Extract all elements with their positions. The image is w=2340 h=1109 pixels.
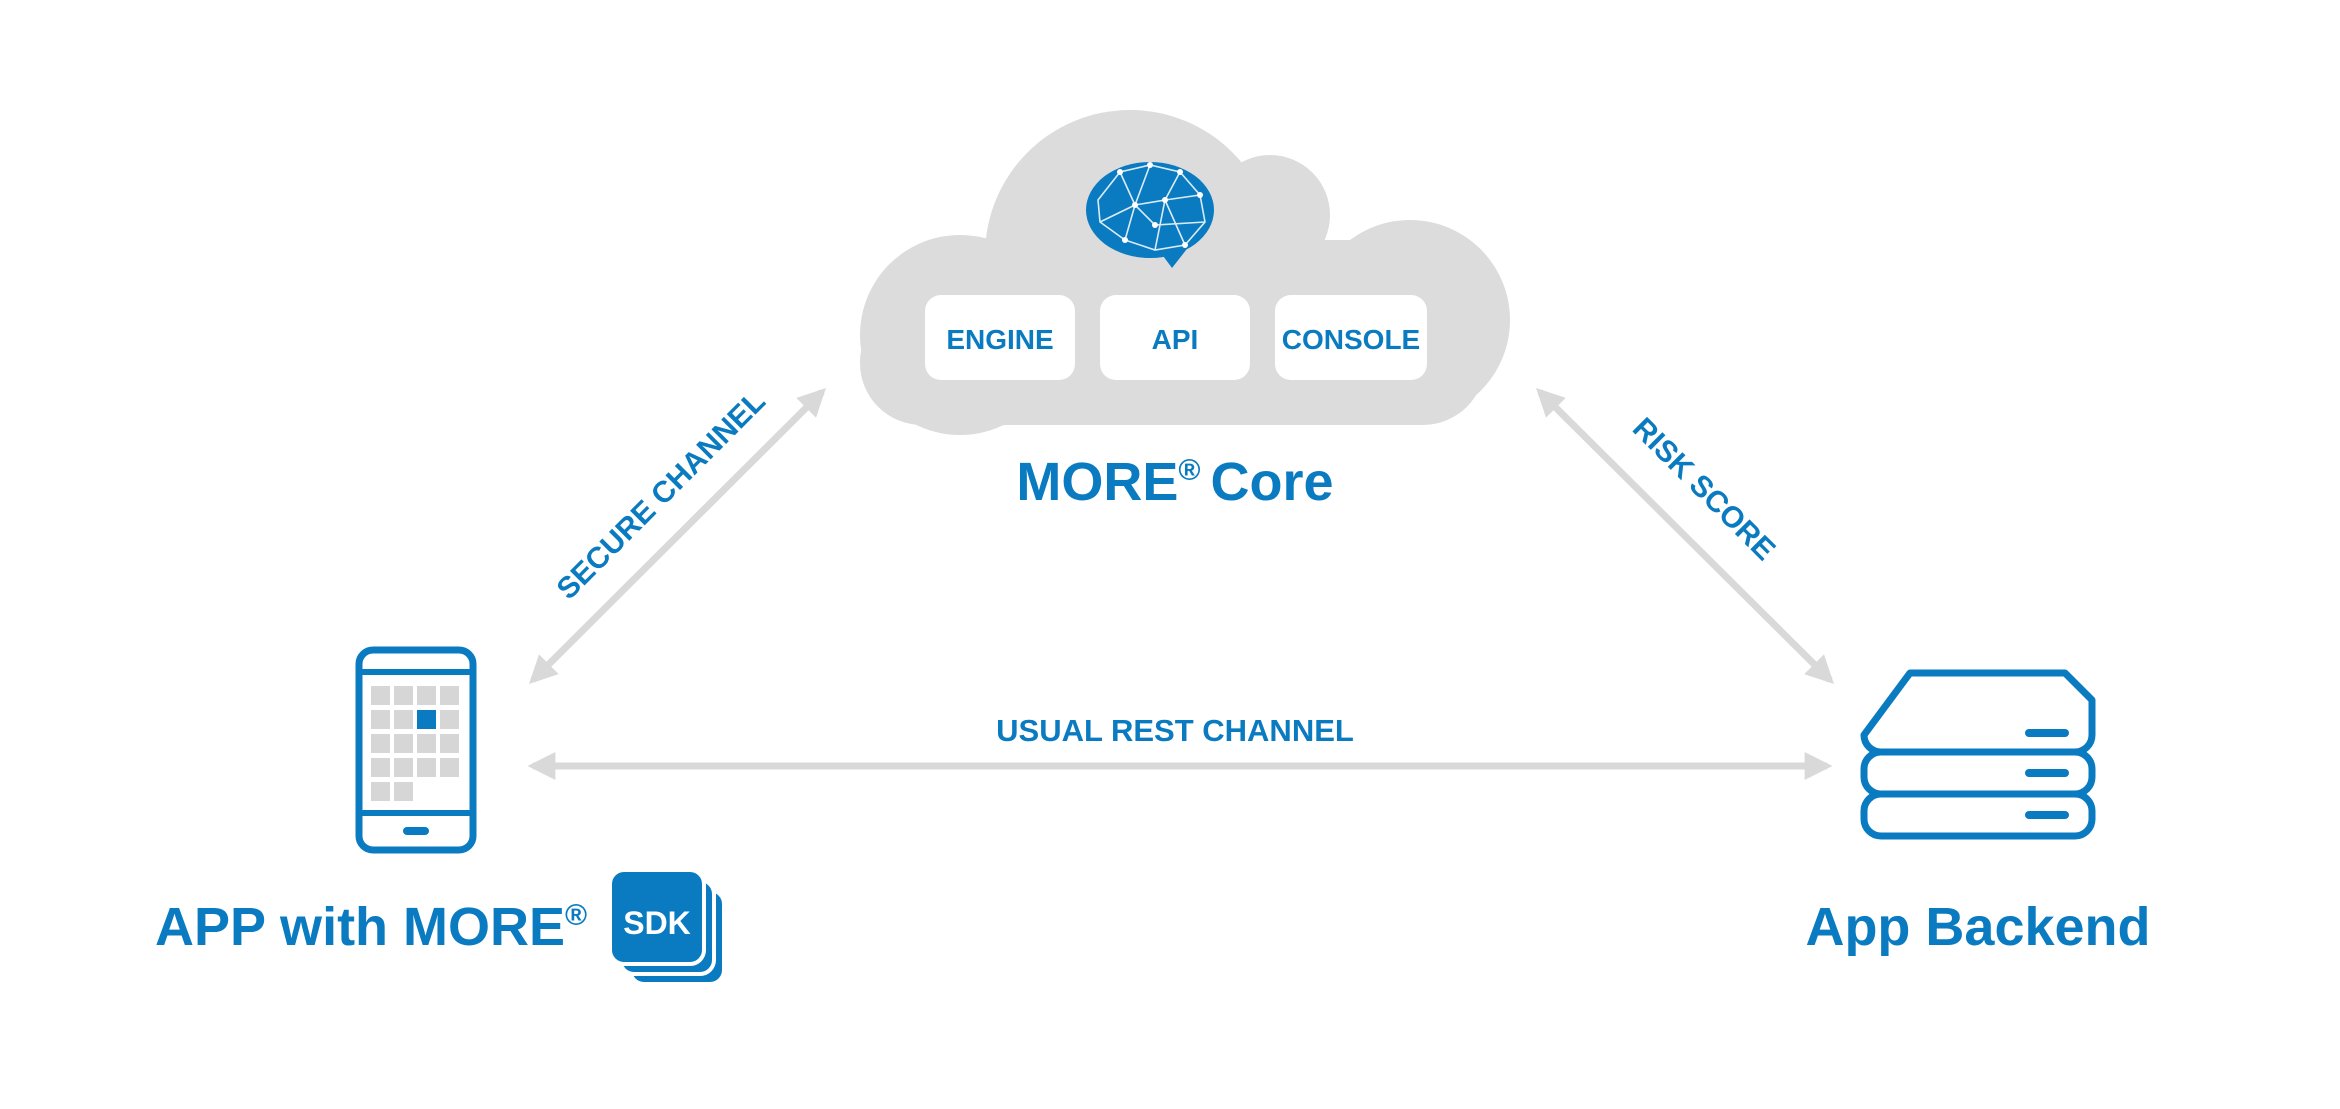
app-label-main: APP with MORE — [155, 897, 565, 957]
core-title-reg: ® — [1178, 454, 1200, 487]
app-label-reg: ® — [565, 899, 587, 932]
cloud-shape — [860, 110, 1510, 435]
sdk-badge-label: SDK — [623, 905, 691, 941]
backend-label: App Backend — [1805, 897, 2150, 957]
brain-network-icon — [1086, 162, 1214, 268]
secure-channel-arrow — [529, 388, 826, 684]
module-console: CONSOLE — [1275, 295, 1427, 380]
rest-channel-label: USUAL REST CHANNEL — [996, 713, 1354, 748]
core-title-suffix: Core — [1211, 452, 1334, 512]
server-stack-icon — [1860, 669, 2096, 840]
module-api-label: API — [1152, 324, 1199, 355]
core-title-main: MORE — [1016, 452, 1178, 512]
app-label: APP with MORE® — [155, 897, 587, 957]
module-engine-label: ENGINE — [946, 324, 1053, 355]
module-engine: ENGINE — [925, 295, 1075, 380]
secure-channel-label: SECURE CHANNEL — [551, 385, 772, 606]
core-title: MORE® Core — [1016, 452, 1333, 512]
risk-score-label: RISK SCORE — [1626, 412, 1781, 567]
sdk-badge: SDK — [608, 868, 726, 986]
module-console-label: CONSOLE — [1282, 324, 1420, 355]
risk-score-arrow — [1536, 388, 1834, 684]
module-api: API — [1100, 295, 1250, 380]
smartphone-icon — [355, 646, 477, 854]
